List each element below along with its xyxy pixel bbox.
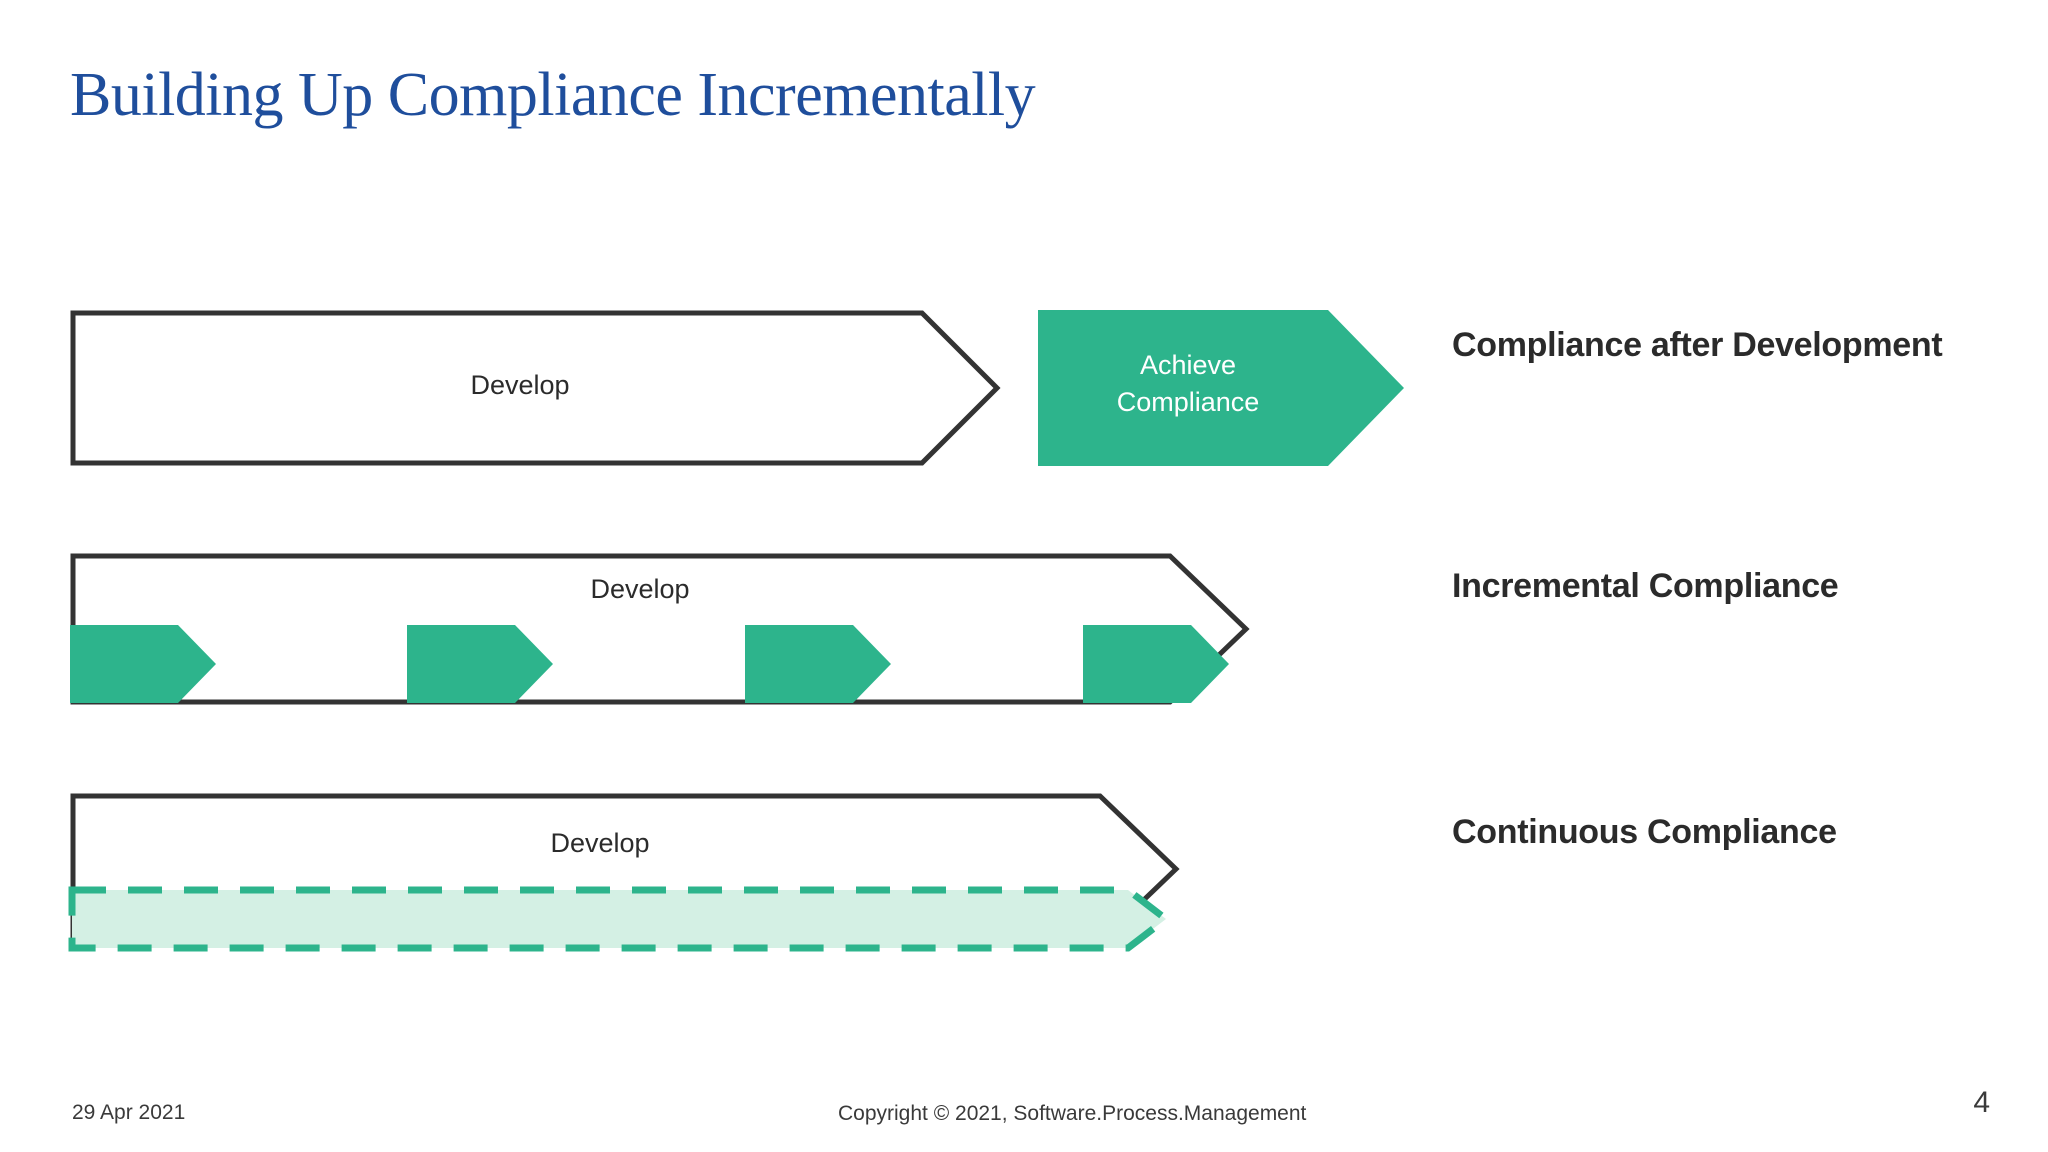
page-title: Building Up Compliance Incrementally <box>70 61 1036 129</box>
footer-date: 29 Apr 2021 <box>72 1101 186 1124</box>
achieve-compliance-chevron <box>1038 310 1406 466</box>
row-label-incremental-compliance: Incremental Compliance <box>1452 567 1839 605</box>
row-label-continuous-compliance: Continuous Compliance <box>1452 813 1837 851</box>
develop-chevron-row1 <box>70 310 1001 466</box>
continuous-compliance-band <box>68 886 1172 952</box>
increment-chevron-3 <box>745 625 893 703</box>
increment-chevron-4 <box>1083 625 1231 703</box>
increment-chevron-2 <box>407 625 555 703</box>
row-label-compliance-after-development: Compliance after Development <box>1452 326 1943 364</box>
increment-chevron-1 <box>70 625 218 703</box>
footer-copyright: Copyright © 2021, Software.Process.Manag… <box>838 1102 1307 1125</box>
develop-chevron-row2 <box>70 553 1250 705</box>
page-number: 4 <box>1973 1086 1990 1119</box>
